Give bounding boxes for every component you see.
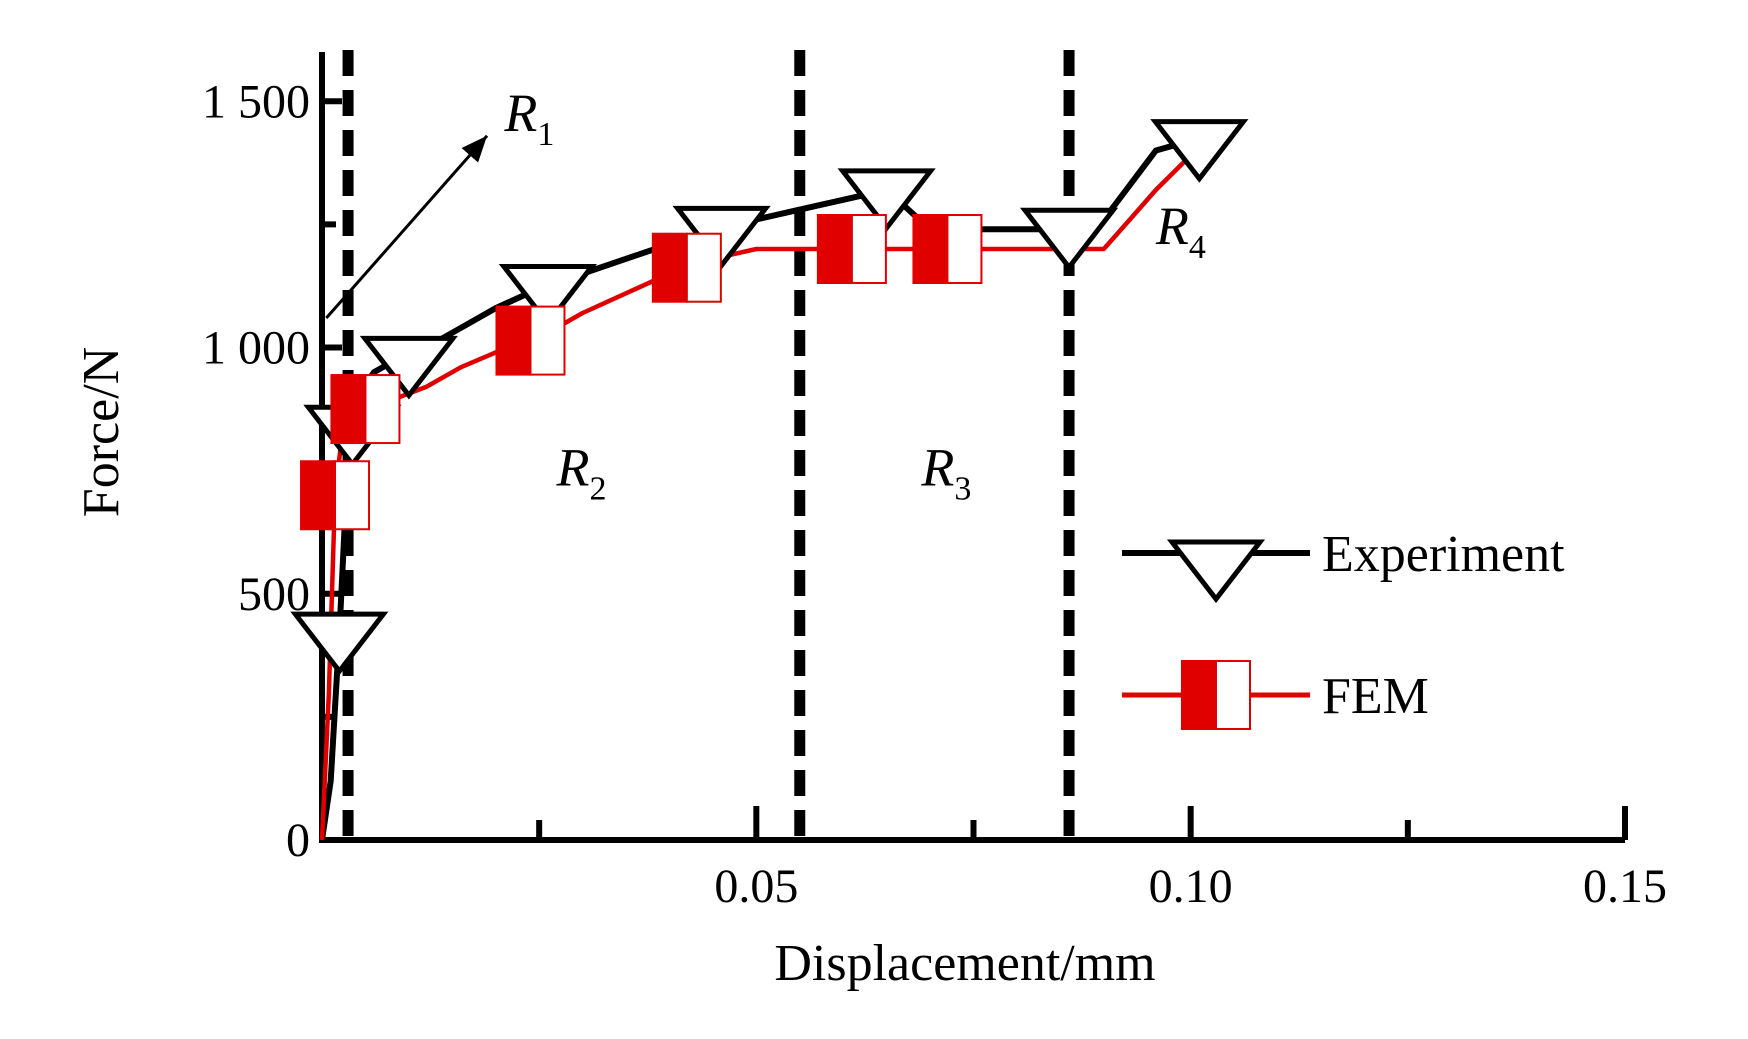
fem-marker <box>495 305 566 376</box>
markers-layer <box>290 119 1249 676</box>
marker-fill <box>330 374 367 445</box>
legend-item-fem: FEM <box>1122 660 1429 730</box>
marker-blank <box>946 214 983 284</box>
r1-arrow-line <box>325 134 489 319</box>
marker-blank <box>685 232 722 303</box>
marker-fill <box>1181 660 1217 730</box>
x-tick-label: 0.10 <box>1149 860 1233 913</box>
experiment-marker <box>290 611 389 676</box>
y-axis-title: Force/N <box>73 347 130 517</box>
legend-item-experiment: Experiment <box>1122 526 1565 604</box>
region-divider-lines <box>342 50 1075 840</box>
y-tick-label: 0 <box>286 814 310 867</box>
marker-blank <box>850 214 887 284</box>
legend-label: Experiment <box>1322 526 1565 583</box>
marker-fill <box>495 305 532 376</box>
experiment-marker <box>837 168 936 232</box>
legend-label: FEM <box>1322 668 1429 725</box>
marker-blank <box>364 374 401 445</box>
experiment-marker <box>359 335 458 400</box>
experiment-marker <box>498 263 597 328</box>
r1-arrow-head <box>461 135 488 163</box>
region-label: R4 <box>1155 196 1206 266</box>
marker-fill <box>912 214 949 284</box>
legend-experiment-marker <box>1166 539 1266 604</box>
marker-blank <box>529 305 566 376</box>
region-label: R1 <box>503 83 554 153</box>
fem-marker <box>912 214 983 284</box>
x-axis-title: Displacement/mm <box>774 935 1155 992</box>
marker-fill <box>651 232 688 303</box>
fem-marker <box>651 232 722 303</box>
x-tick-label: 0.05 <box>714 860 798 913</box>
region-label: R3 <box>920 437 971 507</box>
marker-fill <box>300 460 337 531</box>
fem-marker <box>330 374 401 445</box>
x-tick-label: 0.15 <box>1583 860 1667 913</box>
y-tick-label: 1 000 <box>202 322 310 375</box>
region-label: R2 <box>556 437 607 507</box>
y-tick-label: 1 500 <box>202 75 310 128</box>
marker-fill <box>816 214 853 284</box>
marker-blank <box>334 460 371 531</box>
marker-blank <box>1215 660 1251 730</box>
experiment-marker <box>1019 207 1119 272</box>
fem-marker <box>816 214 887 284</box>
experiment-marker <box>1150 119 1249 183</box>
legend-fem-marker <box>1181 660 1251 730</box>
fem-marker <box>300 460 371 531</box>
